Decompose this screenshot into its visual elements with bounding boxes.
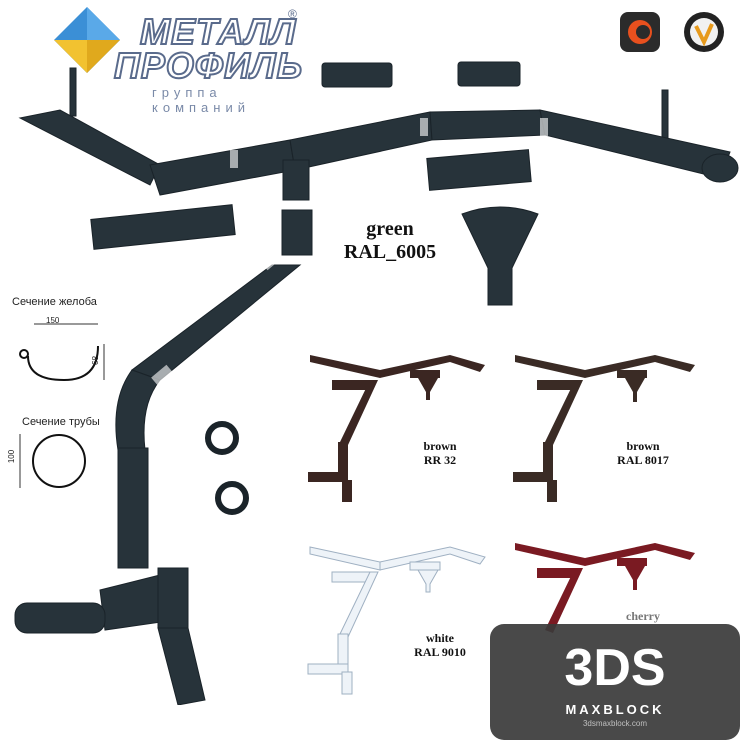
variant-color-3: cherry: [626, 609, 660, 623]
pipe-section-diagram: [19, 434, 86, 488]
variant-label-0: brown RR 32: [395, 439, 485, 468]
main-variant-code: RAL_6005: [343, 241, 437, 263]
variant-code-2: RAL 9010: [414, 644, 466, 659]
variant-white-ral9010-thumbnail: [307, 546, 486, 695]
gutter-segment: [289, 111, 433, 171]
gutter-section-diagram: [19, 323, 105, 382]
funnel: [461, 206, 539, 306]
roof-bracket: [457, 61, 521, 87]
variant-label-2: white RAL 9010: [395, 631, 485, 660]
variant-cherry-thumbnail: [515, 543, 695, 633]
pipe-clamp: [205, 421, 239, 455]
logo-registered: ®: [288, 7, 297, 21]
watermark-small: MAXBLOCK: [565, 702, 665, 717]
gutter-end-cap: [701, 153, 739, 183]
variant-code-0: RR 32: [423, 452, 457, 467]
variant-label-1: brown RAL 8017: [598, 439, 688, 468]
watermark-site: 3dsmaxblock.com: [582, 719, 648, 728]
variant-label-3: cherry: [598, 609, 688, 624]
downpipe-section: [117, 447, 149, 569]
downpipe-shoe: [157, 627, 206, 705]
gutter-segment: [539, 109, 731, 179]
hook-bracket: [69, 67, 77, 117]
logo-tagline: группа компаний: [152, 85, 250, 115]
gutter-piece: [90, 204, 236, 250]
gutter-segment: [149, 139, 296, 196]
watermark-big: 3DS: [564, 639, 666, 697]
logo-line2: ПРОФИЛЬ: [113, 44, 304, 87]
brand-logo: МЕТАЛЛ ПРОФИЛЬ ® группа компаний: [52, 5, 304, 115]
downpipe-elbow: [281, 209, 313, 256]
variant-color-1: brown: [626, 439, 660, 453]
downpipe-section: [157, 567, 189, 629]
variant-color-0: brown: [423, 439, 457, 453]
main-variant-color: green: [366, 218, 414, 240]
downpipe-section: [130, 264, 302, 381]
gutter-width-value: 150: [46, 316, 60, 325]
logo-line1: МЕТАЛЛ: [139, 10, 297, 53]
vray-icon: [684, 12, 724, 52]
logo-emblem-icon: [54, 7, 120, 73]
gutter-outlet: [282, 159, 310, 201]
hook-bracket: [661, 89, 669, 139]
downpipe-bend: [115, 369, 161, 451]
variant-brown-ral8017-thumbnail: [513, 355, 695, 502]
watermark-badge: 3DS MAXBLOCK 3dsmaxblock.com: [490, 624, 740, 740]
gutter-system-illustration: [14, 61, 739, 705]
pipe-clamp: [215, 481, 249, 515]
downpipe-section: [14, 602, 106, 634]
main-variant-label: green RAL_6005: [330, 218, 450, 264]
gutter-corner: [426, 149, 532, 191]
corona-render-icon: [620, 12, 660, 52]
roof-bracket: [321, 62, 393, 88]
variant-color-2: white: [426, 631, 454, 645]
pipe-diameter-value: 100: [7, 449, 17, 464]
pipe-section-label: Сечение трубы: [22, 416, 100, 428]
variant-brown-rr32-thumbnail: [308, 355, 485, 502]
gutter-segment: [429, 109, 546, 141]
gutter-section-label: Сечение желоба: [12, 296, 97, 308]
gutter-segment: [18, 109, 161, 186]
gutter-depth-value: 89: [89, 356, 99, 365]
variant-code-1: RAL 8017: [617, 452, 669, 467]
